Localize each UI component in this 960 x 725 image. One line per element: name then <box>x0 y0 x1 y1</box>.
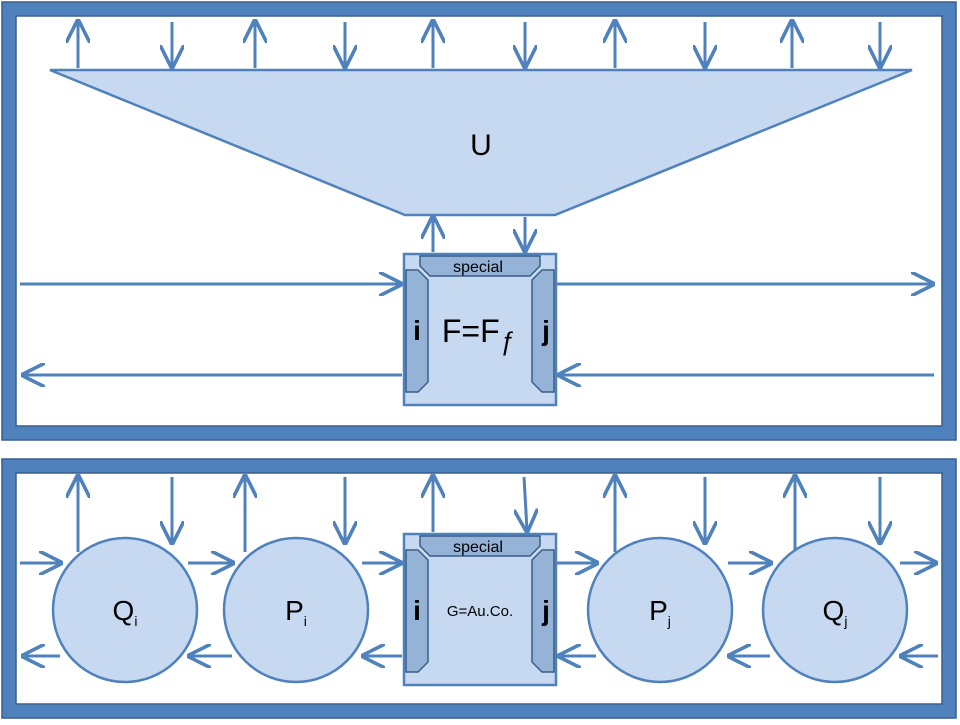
special-tab <box>419 535 541 557</box>
right-port <box>531 549 555 673</box>
special-label: special <box>453 259 503 276</box>
svg-text:Qj: Qj <box>823 595 848 629</box>
funnel-u-label: U <box>470 129 492 162</box>
bottom-vertical-arrows <box>78 477 880 552</box>
box-g-label: G=Au.Co. <box>447 603 513 620</box>
box-f: special i j F=Fƒ <box>402 252 558 407</box>
bottom-panel-frame <box>2 459 956 718</box>
circle-p-i: Pi <box>222 536 370 684</box>
svg-text:Qi: Qi <box>113 595 138 629</box>
funnel-u <box>49 68 913 217</box>
top-vertical-arrows <box>78 22 880 68</box>
bottom-panel: Qi Pi Pj Qj special i j G=Au.Co. <box>1 458 957 719</box>
circle-p-j: Pj <box>586 536 734 684</box>
right-port <box>531 269 555 393</box>
special-tab <box>419 255 541 277</box>
box-f-label: F=Fƒ <box>442 313 514 356</box>
left-port <box>405 269 429 393</box>
box-g: special i j G=Au.Co. <box>402 532 558 687</box>
special-label: special <box>453 539 503 556</box>
top-panel: U special i j F=Fƒ <box>1 1 957 441</box>
svg-text:Pi: Pi <box>285 595 307 629</box>
left-port-label: i <box>413 595 421 626</box>
left-port-label: i <box>413 315 421 346</box>
left-port <box>405 549 429 673</box>
top-panel-frame <box>2 2 956 440</box>
right-port-label: j <box>541 315 550 346</box>
svg-text:Pj: Pj <box>649 595 671 629</box>
circle-q-i: Qi <box>51 536 199 684</box>
arrow-down <box>524 476 527 530</box>
right-port-label: j <box>541 595 550 626</box>
circle-q-j: Qj <box>761 536 909 684</box>
